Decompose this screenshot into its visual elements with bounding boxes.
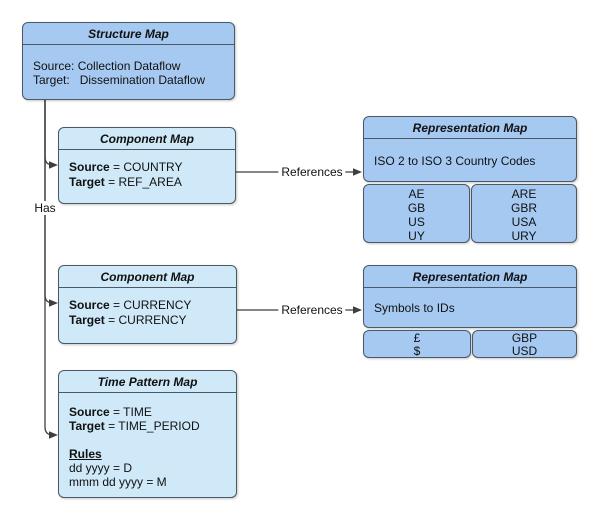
row-value: = TIME_PERIOD (108, 419, 200, 433)
arrowhead-references-currency (353, 306, 362, 314)
arrowhead-time (49, 431, 58, 439)
representation-map-currency-title: Representation Map (364, 266, 576, 288)
time-pattern-map-title: Time Pattern Map (59, 371, 236, 393)
arrowhead-references-country (353, 168, 362, 176)
component-map-country-node: Component Map Source = COUNTRY Target = … (58, 127, 236, 204)
representation-map-currency-description: Symbols to IDs (374, 301, 455, 315)
row-label: Source (69, 160, 110, 174)
has-connector-time (44, 100, 54, 436)
target-codes-currency: GBP USD (472, 330, 577, 358)
rules-heading: Rules (69, 447, 102, 461)
rules-list: dd yyyy = D mmm dd yyyy = M (69, 461, 167, 489)
row-label: Source (69, 298, 110, 312)
representation-map-country-description: ISO 2 to ISO 3 Country Codes (374, 153, 536, 168)
mapping-row: Source = CURRENCY (69, 298, 226, 313)
time-pattern-map-node: Time Pattern Map Source = TIME Target = … (58, 370, 237, 498)
row-value: = CURRENCY (113, 298, 192, 312)
has-edge-label: Has (31, 201, 59, 215)
representation-map-country-node: Representation Map ISO 2 to ISO 3 Countr… (363, 116, 577, 182)
row-label: Target (69, 175, 105, 189)
row-value: = CURRENCY (108, 313, 187, 327)
has-connector-country (44, 100, 54, 166)
structure-map-body: Source: Collection Dataflow Target: Diss… (33, 59, 206, 87)
row-label: Source (69, 405, 110, 419)
row-label: Target (69, 313, 105, 327)
row-value: = COUNTRY (113, 160, 183, 174)
row-value: = TIME (113, 405, 152, 419)
arrowhead-currency (49, 299, 58, 307)
component-map-country-body: Source = COUNTRY Target = REF_AREA (59, 150, 235, 190)
mapping-row: Target = TIME_PERIOD (69, 419, 226, 433)
structure-map-title: Structure Map (23, 23, 234, 45)
target-codes-country: ARE GBR USA URY (471, 184, 577, 243)
mapping-row: Source = TIME (69, 405, 226, 419)
representation-map-country-title: Representation Map (364, 117, 576, 139)
structure-map-node: Structure Map Source: Collection Dataflo… (22, 22, 235, 100)
arrowhead-country (49, 161, 58, 169)
source-codes-country: AE GB US UY (363, 184, 470, 243)
component-map-currency-node: Component Map Source = CURRENCY Target =… (58, 265, 237, 344)
references-edge-label-currency: References (278, 303, 346, 317)
blank-line (69, 433, 226, 447)
representation-map-currency-node: Representation Map Symbols to IDs (363, 265, 577, 328)
row-value: = REF_AREA (108, 175, 182, 189)
mapping-row: Target = REF_AREA (69, 175, 225, 190)
references-edge-label-country: References (278, 165, 346, 179)
component-map-currency-body: Source = CURRENCY Target = CURRENCY (59, 288, 236, 328)
time-pattern-map-body: Source = TIME Target = TIME_PERIOD Rules… (59, 393, 236, 489)
mapping-row: Source = COUNTRY (69, 160, 225, 175)
mapping-row: Target = CURRENCY (69, 313, 226, 328)
row-label: Target (69, 419, 105, 433)
source-codes-currency: £ $ (363, 330, 471, 358)
component-map-currency-title: Component Map (59, 266, 236, 288)
component-map-country-title: Component Map (59, 128, 235, 150)
